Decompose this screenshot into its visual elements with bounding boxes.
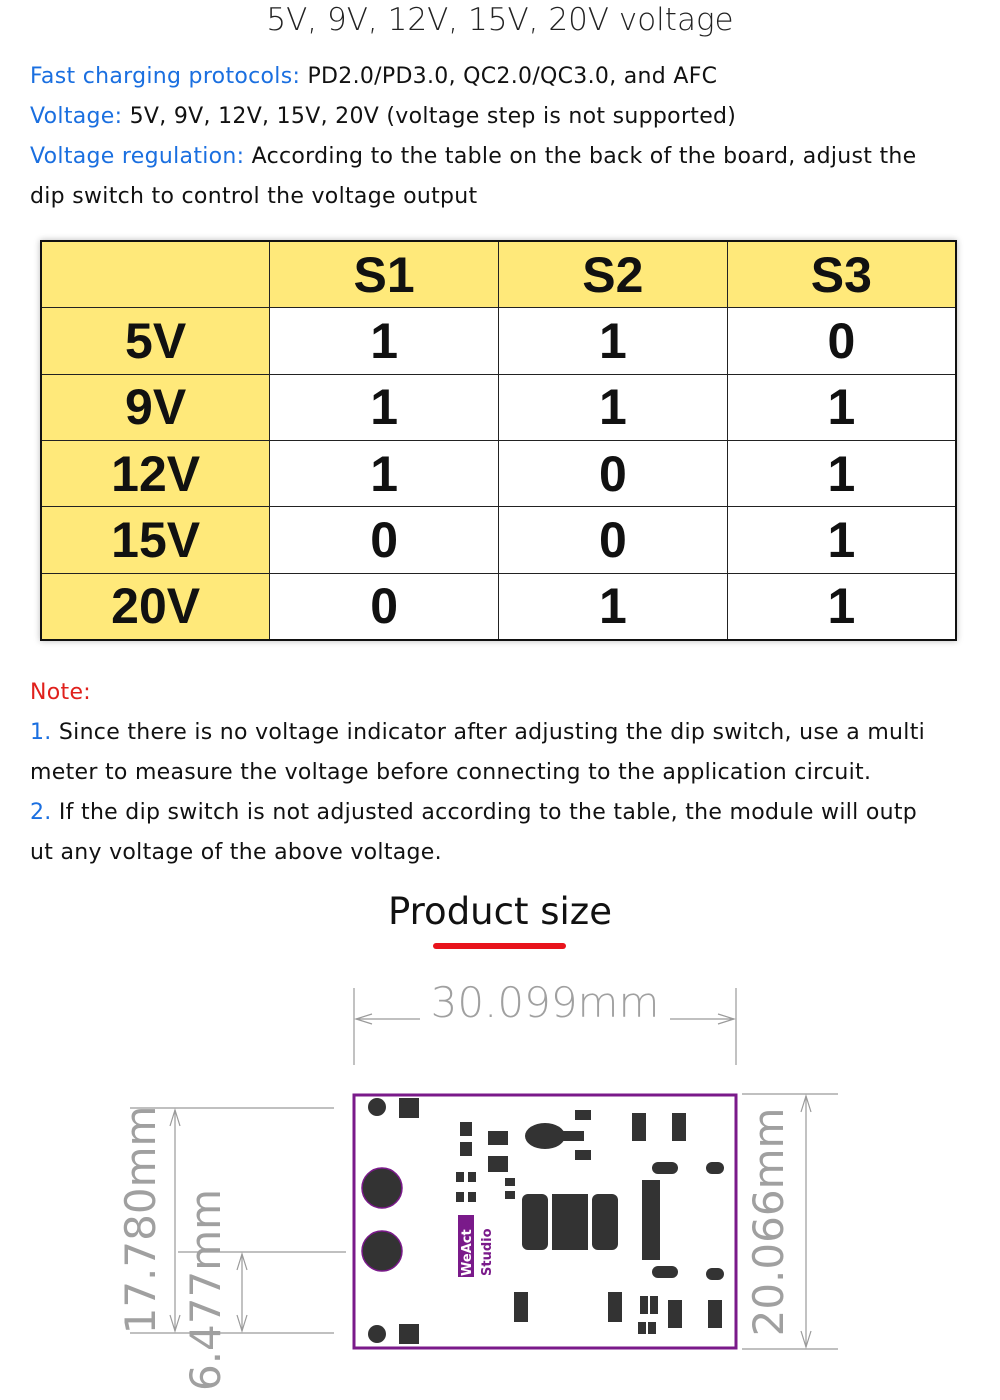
- switch-cell: 0: [498, 439, 728, 508]
- spec-value: 5V, 9V, 12V, 15V, 20V (voltage step is n…: [122, 104, 737, 129]
- logo-studio: Studio: [480, 1228, 495, 1276]
- spec-value: According to the table on the back of th…: [244, 144, 917, 169]
- switch-cell: 1: [269, 439, 499, 508]
- spec-protocols: Fast charging protocols: PD2.0/PD3.0, QC…: [30, 57, 717, 97]
- voltage-cell: 5V: [40, 307, 271, 375]
- spec-label: Voltage regulation:: [30, 144, 245, 169]
- spec-voltage: Voltage: 5V, 9V, 12V, 15V, 20V (voltage …: [30, 97, 736, 137]
- switch-cell: 1: [726, 506, 957, 574]
- switch-cell: 0: [498, 506, 728, 574]
- switch-cell: 1: [269, 373, 499, 441]
- note-text: If the dip switch is not adjusted accord…: [51, 800, 918, 825]
- switch-cell: 1: [498, 307, 728, 375]
- note-number: 2.: [30, 800, 52, 825]
- switch-cell: 1: [726, 439, 957, 508]
- spec-label: Fast charging protocols:: [30, 64, 301, 89]
- voltage-cell: 9V: [40, 373, 271, 441]
- switch-cell: 0: [269, 506, 499, 574]
- spec-label: Voltage:: [30, 104, 123, 129]
- note-item-1: 1. Since there is no voltage indicator a…: [30, 713, 925, 753]
- section-title: 5V, 9V, 12V, 15V, 20V voltage: [266, 2, 734, 38]
- voltage-cell: 12V: [40, 439, 271, 508]
- table-header-row: S1 S2 S3: [40, 240, 957, 309]
- spec-regulation-cont: dip switch to control the voltage output: [30, 184, 478, 209]
- switch-cell: 1: [498, 373, 728, 441]
- table-header: [40, 240, 271, 309]
- table-header: S1: [269, 240, 499, 309]
- logo-weact: WeAct: [460, 1229, 475, 1276]
- offset-label: 6.477mm: [181, 1189, 230, 1391]
- pcb-board: WeAct Studio: [352, 1093, 738, 1350]
- width-label: 30.099mm: [431, 978, 660, 1027]
- switch-cell: 1: [726, 373, 957, 441]
- spec-value: PD2.0/PD3.0, QC2.0/QC3.0, and AFC: [300, 64, 718, 89]
- switch-cell: 1: [726, 572, 957, 641]
- switch-cell: 0: [269, 572, 499, 641]
- hole-span-label: 17.780mm: [116, 1106, 165, 1335]
- height-label: 20.066mm: [744, 1108, 793, 1337]
- spec-regulation: Voltage regulation: According to the tab…: [30, 137, 916, 177]
- table-header: S3: [726, 240, 957, 309]
- note-text: Since there is no voltage indicator afte…: [51, 720, 926, 745]
- note-item-1-cont: meter to measure the voltage before conn…: [30, 760, 872, 785]
- note-label: Note:: [30, 680, 91, 705]
- product-size-title: Product size: [388, 890, 612, 933]
- title-underline: [433, 943, 566, 949]
- switch-cell: 1: [498, 572, 728, 641]
- dimension-lines: [130, 988, 838, 1350]
- note-item-2-cont: ut any voltage of the above voltage.: [30, 840, 442, 865]
- voltage-cell: 15V: [40, 506, 271, 574]
- note-item-2: 2. If the dip switch is not adjusted acc…: [30, 793, 917, 833]
- switch-cell: 0: [726, 307, 957, 375]
- note-number: 1.: [30, 720, 52, 745]
- voltage-cell: 20V: [40, 572, 271, 641]
